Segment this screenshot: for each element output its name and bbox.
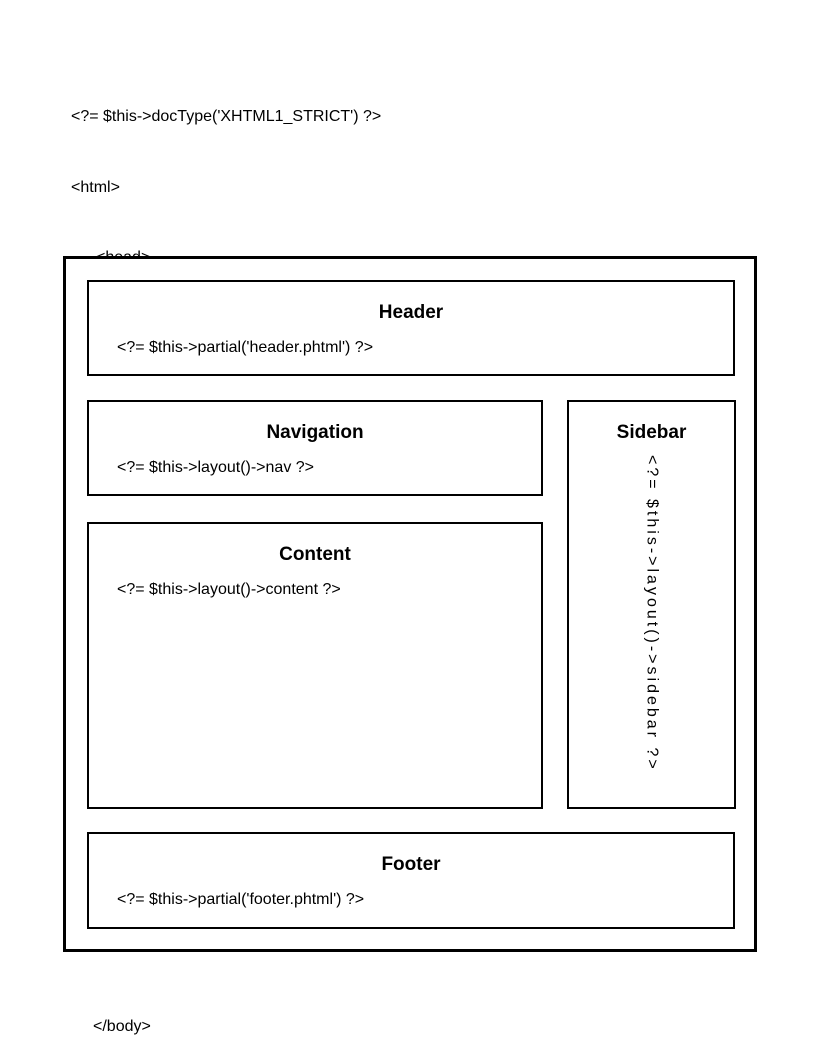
body-layout-box: Header <?= $this->partial('header.phtml'… xyxy=(63,256,757,952)
footer-box-title: Footer xyxy=(381,854,441,875)
code-line-html-open: <html> xyxy=(71,178,120,196)
header-box-title: Header xyxy=(378,302,444,323)
header-box: Header <?= $this->partial('header.phtml'… xyxy=(87,280,735,376)
navigation-box-code: <?= $this->layout()->nav ?> xyxy=(117,459,315,476)
header-box-code: <?= $this->partial('header.phtml') ?> xyxy=(117,339,374,356)
code-line-doctype: <?= $this->docType('XHTML1_STRICT') ?> xyxy=(71,108,382,125)
navigation-box: Navigation <?= $this->layout()->nav ?> xyxy=(87,400,543,496)
content-box-title: Content xyxy=(279,544,351,565)
sidebar-box-code-vertical: <?= $this->layout()->sidebar ?> xyxy=(643,455,661,772)
content-box: Content <?= $this->layout()->content ?> xyxy=(87,522,543,809)
navigation-box-title: Navigation xyxy=(266,422,364,443)
content-box-code: <?= $this->layout()->content ?> xyxy=(117,581,341,598)
footer-box: Footer <?= $this->partial('footer.phtml'… xyxy=(87,832,735,929)
template-code-bottom: </body> </html> xyxy=(77,968,151,1056)
sidebar-box: Sidebar <?= $this->layout()->sidebar ?> xyxy=(567,400,736,809)
footer-box-code: <?= $this->partial('footer.phtml') ?> xyxy=(117,891,365,908)
sidebar-box-title: Sidebar xyxy=(616,422,687,443)
code-line-body-close: </body> xyxy=(93,1018,151,1035)
